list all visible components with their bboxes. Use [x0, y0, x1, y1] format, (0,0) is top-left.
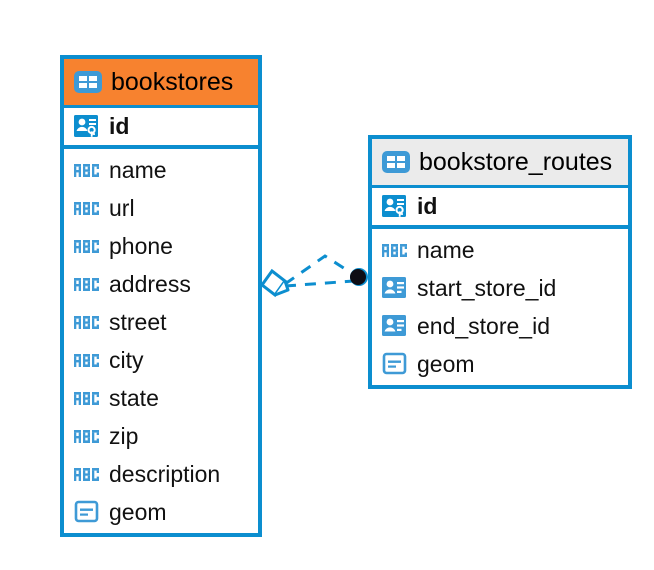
field-label: id	[417, 193, 438, 219]
field-list-bookstore-routes: name start_store_id	[372, 229, 628, 385]
text-abc-icon	[74, 201, 100, 215]
field-label: url	[109, 194, 135, 221]
filled-circle-marker	[350, 268, 368, 286]
entity-title: bookstore_routes	[419, 147, 613, 176]
field-label: id	[109, 113, 130, 139]
entity-header-bookstores[interactable]: bookstores	[64, 59, 258, 105]
geometry-icon	[74, 500, 100, 524]
text-abc-icon	[74, 467, 100, 481]
field-row-zip[interactable]: zip	[64, 417, 258, 455]
field-label: name	[109, 156, 167, 183]
field-label: state	[109, 384, 159, 411]
field-label: street	[109, 308, 167, 335]
field-row-id[interactable]: id	[372, 185, 628, 229]
field-label: start_store_id	[417, 274, 557, 301]
table-icon	[382, 151, 410, 173]
field-row-geom[interactable]: geom	[372, 345, 628, 383]
field-row-name[interactable]: name	[64, 151, 258, 189]
field-label: zip	[109, 422, 139, 449]
field-row-start-store-id[interactable]: start_store_id	[372, 269, 628, 307]
text-abc-icon	[74, 315, 100, 329]
field-label: geom	[109, 498, 167, 525]
entity-bookstores[interactable]: bookstores id	[60, 55, 262, 537]
field-label: city	[109, 346, 144, 373]
text-abc-icon	[74, 163, 100, 177]
field-label: geom	[417, 350, 475, 377]
field-row-address[interactable]: address	[64, 265, 258, 303]
field-row-name[interactable]: name	[372, 231, 628, 269]
field-label: description	[109, 460, 221, 487]
field-row-phone[interactable]: phone	[64, 227, 258, 265]
entity-header-bookstore-routes[interactable]: bookstore_routes	[372, 139, 628, 185]
entity-bookstore-routes[interactable]: bookstore_routes id	[368, 135, 632, 389]
foreign-key-icon	[382, 277, 408, 299]
text-abc-icon	[74, 277, 100, 291]
diamond-marker	[259, 268, 290, 298]
field-row-url[interactable]: url	[64, 189, 258, 227]
foreign-key-icon	[382, 315, 408, 337]
field-list-bookstores: name	[64, 149, 258, 533]
field-row-end-store-id[interactable]: end_store_id	[372, 307, 628, 345]
primary-key-icon	[382, 194, 408, 219]
text-abc-icon	[74, 353, 100, 367]
text-abc-icon	[382, 243, 408, 257]
field-label: phone	[109, 232, 173, 259]
geometry-icon	[382, 352, 408, 376]
text-abc-icon	[74, 429, 100, 443]
field-label: name	[417, 236, 475, 263]
relationship-branch-upper	[284, 254, 357, 286]
field-row-street[interactable]: street	[64, 303, 258, 341]
relationship-branch-lower	[284, 279, 355, 288]
field-label: end_store_id	[417, 312, 550, 339]
text-abc-icon	[74, 391, 100, 405]
primary-key-icon	[74, 114, 100, 139]
field-label: address	[109, 270, 191, 297]
field-row-city[interactable]: city	[64, 341, 258, 379]
field-row-geom[interactable]: geom	[64, 493, 258, 531]
text-abc-icon	[74, 239, 100, 253]
table-icon	[74, 71, 102, 93]
field-row-description[interactable]: description	[64, 455, 258, 493]
field-row-state[interactable]: state	[64, 379, 258, 417]
entity-title: bookstores	[111, 67, 234, 96]
field-row-id[interactable]: id	[64, 105, 258, 149]
